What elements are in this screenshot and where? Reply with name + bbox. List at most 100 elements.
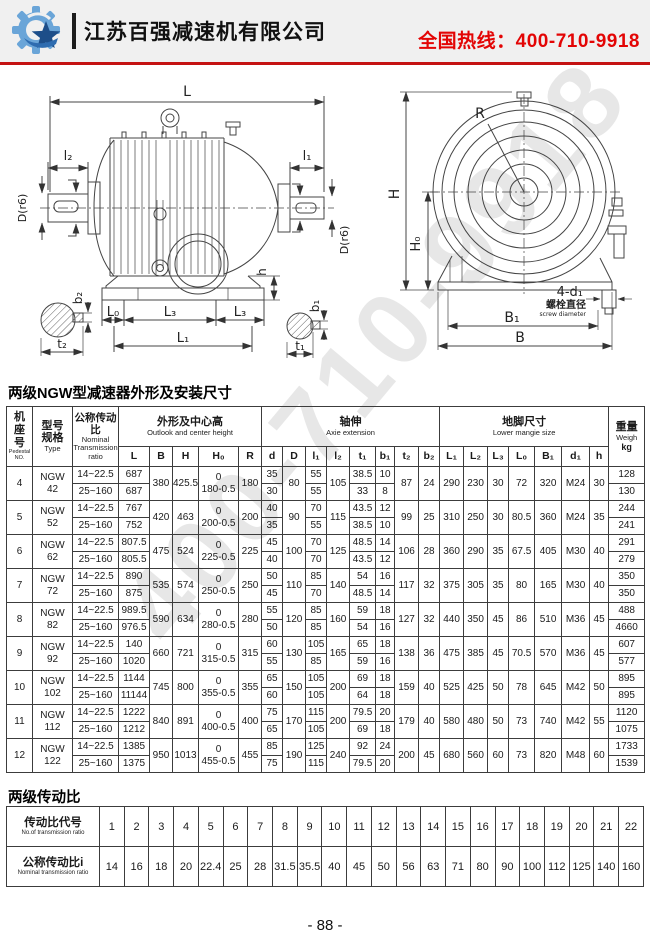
- weight-cell: 607: [608, 636, 646, 654]
- dim-cell: 65: [261, 670, 284, 688]
- dim-cell: 80.5: [508, 500, 536, 535]
- col-header-type: 型号规格 Type: [32, 406, 73, 467]
- weight-cell: 128: [608, 466, 646, 484]
- ratio-value-cell: 35.5: [296, 846, 323, 887]
- dim-cell: 950: [149, 738, 173, 773]
- ratio-value-cell: 18: [148, 846, 175, 887]
- dim-cell: 250: [463, 500, 489, 535]
- weight-cell: 4660: [608, 619, 646, 637]
- ratio-value-cell: 22.4: [197, 846, 224, 887]
- dim-cell: 30: [589, 466, 610, 501]
- weight-cell: 130: [608, 483, 646, 501]
- dim-cell: 10: [375, 466, 396, 484]
- dim-cell: 75: [261, 755, 284, 773]
- col-L0: L₀: [508, 446, 536, 467]
- col-H0: H₀: [198, 446, 239, 467]
- col-l1: l₁: [305, 446, 328, 467]
- ratio-code-cell: 14: [420, 806, 447, 847]
- dim-cell: 645: [534, 670, 563, 705]
- dim-cell: M36: [561, 636, 591, 671]
- dim-cell: 320: [534, 466, 563, 501]
- dim-B-label: B: [515, 330, 525, 346]
- dim-b1-label: b₁: [308, 300, 322, 313]
- weight-cell: 1733: [608, 738, 646, 756]
- weight-cell: 1120: [608, 704, 646, 722]
- dim-cell: 70: [305, 500, 328, 518]
- group-header-foot: 地脚尺寸 Lower mangie size: [439, 406, 610, 447]
- dim-cell: 115: [305, 755, 328, 773]
- dim-cell: 989.5: [118, 602, 150, 620]
- dim-cell: 105: [326, 466, 351, 501]
- dim-cell: 475: [149, 534, 173, 569]
- weight-cell: 895: [608, 670, 646, 688]
- dim-cell: 125: [326, 534, 351, 569]
- dim-cell: 54: [349, 568, 377, 586]
- dim-cell: 35: [487, 568, 510, 603]
- dim-cell: 70: [305, 585, 328, 603]
- ratio-code-cell: 17: [494, 806, 521, 847]
- dim-cell: 280: [237, 602, 263, 637]
- dim-cell: 59: [349, 602, 377, 620]
- dim-cell: 50: [261, 568, 284, 586]
- dim-cell: 90: [282, 500, 307, 535]
- dim-cell: 73: [508, 704, 536, 739]
- ratio-value-cell: 63: [420, 846, 447, 887]
- ratio-value-cell: 160: [618, 846, 644, 887]
- dim-cell: 65: [349, 636, 377, 654]
- dim-L-label: L: [183, 84, 191, 100]
- dim-cell: 80: [282, 466, 307, 501]
- dim-cell: 120: [282, 602, 307, 637]
- ratio-code-cell: 12: [370, 806, 397, 847]
- dim-cell: 28: [418, 534, 441, 569]
- dim-cell: 570: [534, 636, 563, 671]
- col-L3: L₃: [487, 446, 510, 467]
- dim-cell: 40: [418, 670, 441, 705]
- dim-cell: 50: [261, 619, 284, 637]
- dim-cell: 72: [508, 466, 536, 501]
- ratio-value-cell: 56: [395, 846, 422, 887]
- dim-cell: 55: [305, 517, 328, 535]
- dim-cell: 590: [149, 602, 173, 637]
- dim-cell: 18: [375, 670, 396, 688]
- ratio-code-cell: 13: [395, 806, 422, 847]
- dim-cell: 1385: [118, 738, 150, 756]
- dim-cell: 35: [261, 466, 284, 484]
- dim-cell: 14: [375, 534, 396, 552]
- weight-cell: 350: [608, 585, 646, 603]
- col-b2: b₂: [418, 446, 441, 467]
- dim-cell: 315: [237, 636, 263, 671]
- dim-cell: 525: [439, 670, 465, 705]
- col-h: h: [589, 446, 610, 467]
- dim-cell: M36: [561, 602, 591, 637]
- dim-cell: 73: [508, 738, 536, 773]
- dim-cell: 820: [534, 738, 563, 773]
- dim-cell: 752: [118, 517, 150, 535]
- dim-cell: 1013: [172, 738, 199, 773]
- weight-cell: 241: [608, 517, 646, 535]
- dim-cell: 99: [394, 500, 420, 535]
- page-header: 江苏百强减速机有限公司 全国热线：400-710-9918: [0, 0, 650, 65]
- ratio-code-cell: 5: [197, 806, 224, 847]
- dim-cell: 69: [349, 721, 377, 739]
- ratio-cell: 14~22.5: [72, 704, 119, 722]
- dim-cell: 40: [589, 534, 610, 569]
- dim-cell: 14: [375, 585, 396, 603]
- ratio-value-cell: 140: [593, 846, 620, 887]
- dim-cell: 580: [439, 704, 465, 739]
- dim-cell: 1375: [118, 755, 150, 773]
- dim-cell: 380: [149, 466, 173, 501]
- dim-cell: 355: [237, 670, 263, 705]
- dim-cell: 510: [534, 602, 563, 637]
